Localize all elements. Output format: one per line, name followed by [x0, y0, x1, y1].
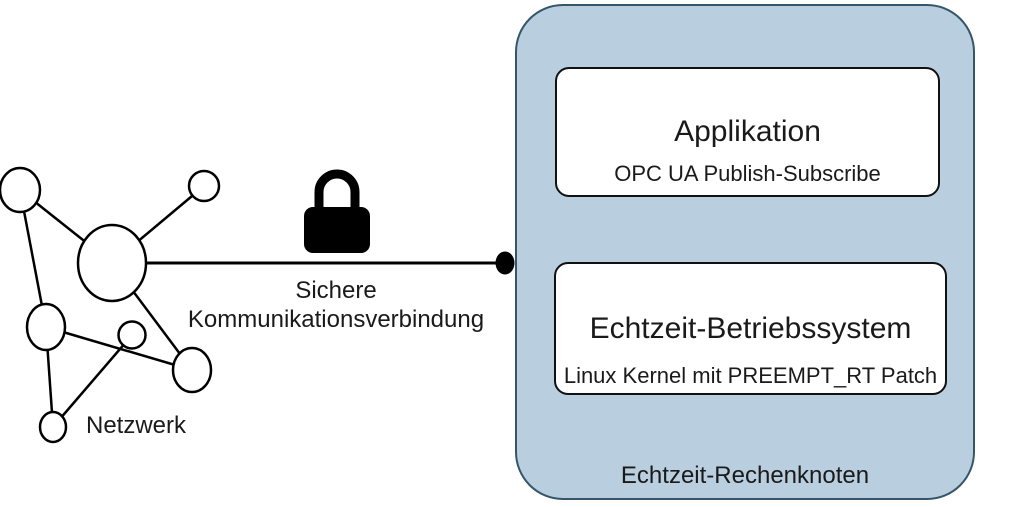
connection-label: Sichere Kommunikationsverbindung: [176, 276, 496, 334]
network-nodes: [0, 166, 221, 444]
lock-body: [304, 207, 370, 253]
os-box-subtitle: Linux Kernel mit PREEMPT_RT Patch: [563, 363, 938, 388]
connection-label-line2: Kommunikationsverbindung: [187, 306, 485, 333]
network-label: Netzwerk: [85, 412, 187, 439]
network-node: [0, 166, 42, 214]
application-box-subtitle: OPC UA Publish-Subscribe: [614, 161, 881, 186]
edge: [52, 334, 133, 428]
os-box: Echtzeit-Betriebssystem Linux Kernel mit…: [554, 262, 947, 395]
application-box-title: Applikation: [674, 115, 821, 148]
lock-icon: [304, 169, 370, 253]
network-node: [38, 410, 68, 444]
network-hub-node: [76, 223, 148, 303]
network-node: [187, 169, 221, 203]
compute-node-label: Echtzeit-Rechenknoten: [620, 462, 870, 489]
network-node: [25, 302, 67, 352]
os-box-title: Echtzeit-Betriebssystem: [589, 311, 912, 345]
connection-label-line1: Sichere: [295, 277, 377, 304]
application-box: Applikation OPC UA Publish-Subscribe: [555, 67, 940, 197]
compute-node-container: Applikation OPC UA Publish-Subscribe Ech…: [515, 4, 975, 500]
connection-endpoint-dot: [495, 251, 515, 275]
network-node: [117, 320, 147, 350]
network-node: [171, 346, 213, 394]
lock-shackle: [314, 169, 360, 212]
